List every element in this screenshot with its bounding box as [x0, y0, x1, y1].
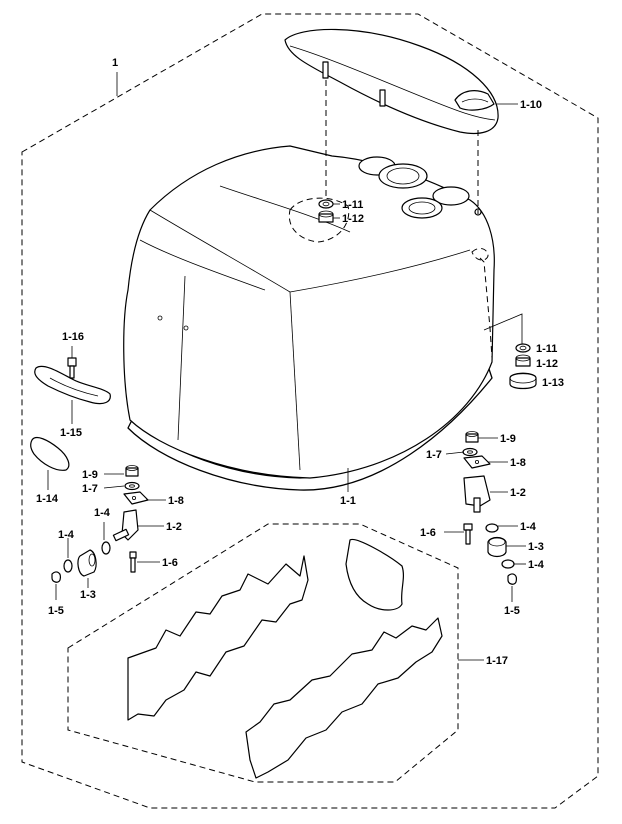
- label-nut-top: 1-12: [342, 213, 364, 225]
- insulation-pads: [127, 538, 443, 779]
- engine-cowl: [123, 145, 495, 491]
- label-screw: 1-16: [62, 331, 84, 343]
- label-r14a: 1-4: [520, 521, 537, 533]
- label-r17: 1-7: [426, 449, 442, 461]
- rear-bracket-leader: [483, 313, 523, 344]
- label-l13: 1-3: [80, 589, 96, 601]
- label-nut-rear: 1-12: [536, 358, 558, 370]
- top-grommet: [318, 199, 334, 209]
- rear-grommet: [515, 343, 531, 353]
- label-r13: 1-3: [528, 541, 544, 553]
- label-r16: 1-6: [420, 527, 436, 539]
- label-plate: 1-14: [36, 493, 59, 505]
- handle-screw: [67, 357, 77, 379]
- alignment-line-3: [479, 257, 493, 359]
- left-hardware: [51, 465, 149, 583]
- insulation-boundary: [67, 523, 459, 783]
- label-assembly: 1: [112, 57, 118, 69]
- label-grommet-rear: 1-11: [536, 343, 557, 355]
- rear-nut: [515, 354, 531, 367]
- label-r12: 1-2: [510, 487, 526, 499]
- top-nut: [318, 210, 334, 223]
- label-l17: 1-7: [82, 483, 98, 495]
- label-cap-rear: 1-13: [542, 377, 564, 389]
- label-handle: 1-15: [60, 427, 82, 439]
- label-l18: 1-8: [168, 495, 184, 507]
- label-r19: 1-9: [500, 433, 516, 445]
- label-l19: 1-9: [82, 469, 98, 481]
- label-grommet-top: 1-11: [342, 199, 363, 211]
- plate-left: [30, 436, 70, 471]
- label-l12: 1-2: [166, 521, 182, 533]
- label-l14a: 1-4: [94, 507, 111, 519]
- label-top-cover: 1-10: [520, 99, 542, 111]
- label-r15: 1-5: [504, 605, 520, 617]
- label-l16: 1-6: [162, 557, 178, 569]
- callout-labels: 1 1-10 1-11 1-12 1-11 1-12 1-13 1-16 1-1…: [36, 57, 564, 667]
- label-r14b: 1-4: [528, 559, 545, 571]
- leader-l17: [103, 485, 125, 489]
- label-insulation: 1-17: [486, 655, 508, 667]
- label-r18: 1-8: [510, 457, 526, 469]
- rear-cap: [509, 372, 537, 390]
- label-l14b: 1-4: [58, 529, 75, 541]
- label-cowl: 1-1: [340, 495, 356, 507]
- leader-r17: [445, 451, 465, 455]
- top-cover: [284, 28, 499, 135]
- label-l15: 1-5: [48, 605, 64, 617]
- right-hardware: [462, 431, 517, 585]
